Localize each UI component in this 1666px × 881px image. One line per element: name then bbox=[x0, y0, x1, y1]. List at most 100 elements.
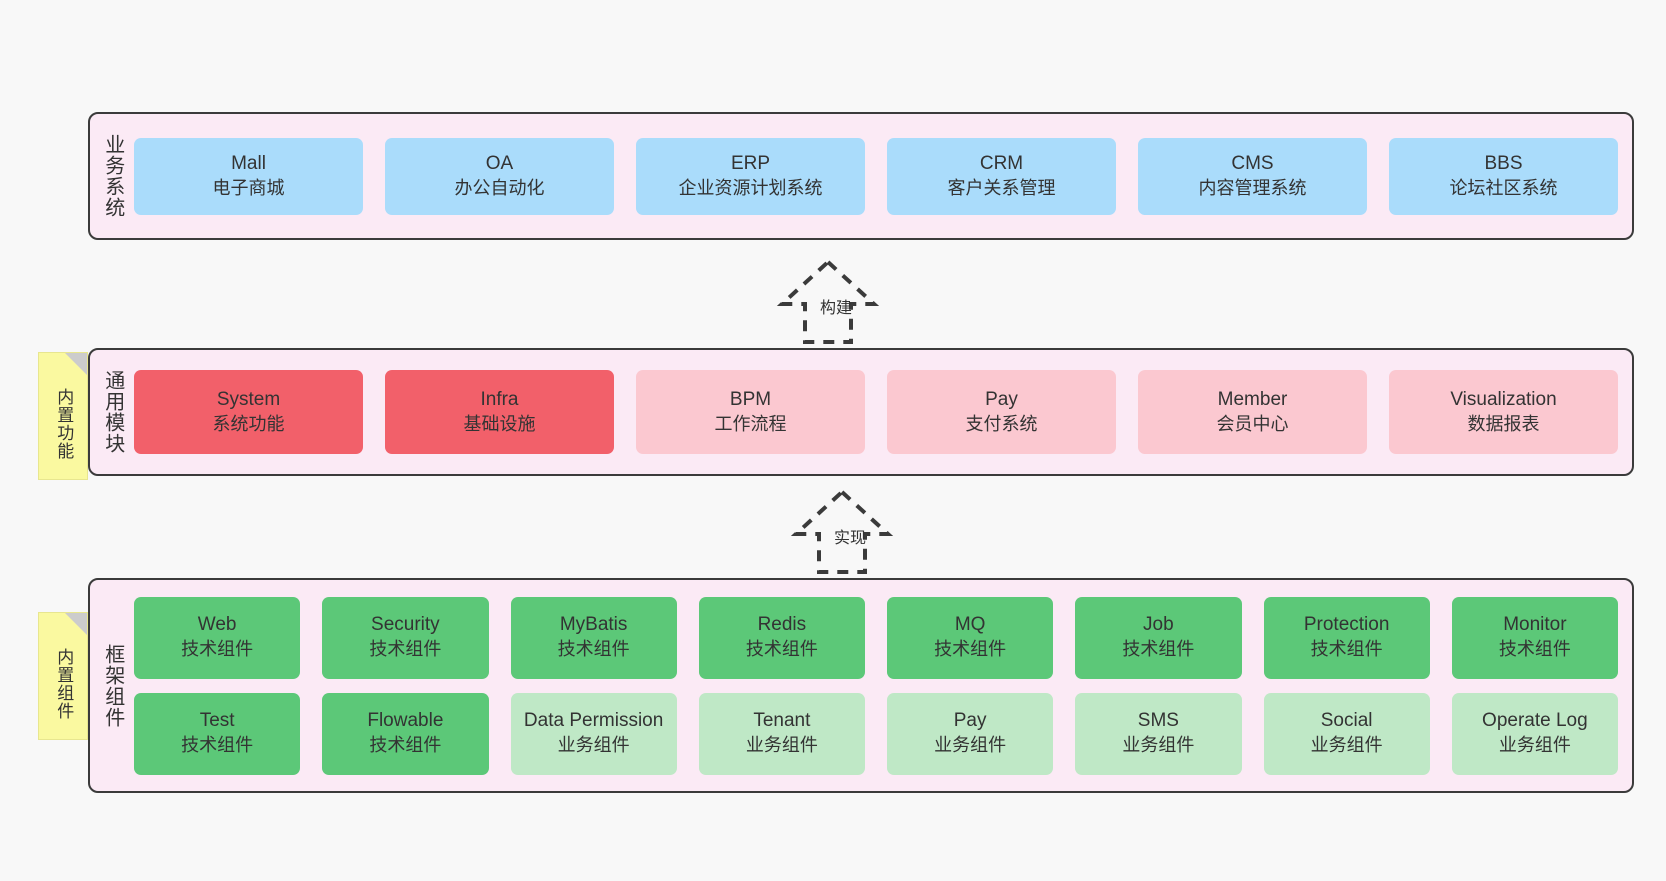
node-title-en: Monitor bbox=[1503, 614, 1567, 636]
framework-tech-node-mq[interactable]: MQ 技术组件 bbox=[887, 596, 1054, 679]
node-title-cn: 技术组件 bbox=[745, 639, 818, 660]
node-title-en: Pay bbox=[985, 388, 1018, 410]
node-title-cn: 业务组件 bbox=[745, 735, 818, 756]
node-title-cn: 基础设施 bbox=[463, 413, 536, 434]
note-builtin-components-label: 内置组件 bbox=[54, 648, 74, 720]
node-title-en: Operate Log bbox=[1482, 710, 1588, 732]
business-node-crm[interactable]: CRM 客户关系管理 bbox=[887, 137, 1116, 215]
node-title-en: Member bbox=[1217, 388, 1288, 410]
node-title-cn: 业务组件 bbox=[934, 735, 1007, 756]
framework-tech-node-monitor[interactable]: Monitor 技术组件 bbox=[1451, 596, 1618, 679]
arrow-build: 构建 bbox=[758, 258, 898, 344]
note-fold-corner-icon bbox=[65, 613, 87, 635]
node-title-en: Pay bbox=[953, 710, 987, 732]
note-builtin-features: 内置功能 bbox=[38, 352, 88, 480]
node-title-cn: 业务组件 bbox=[1498, 735, 1571, 756]
business-node-oa[interactable]: OA 办公自动化 bbox=[385, 137, 614, 215]
node-title-cn: 支付系统 bbox=[965, 413, 1038, 434]
node-title-cn: 数据报表 bbox=[1467, 413, 1540, 434]
node-title-cn: 系统功能 bbox=[212, 413, 285, 434]
framework-biz-node-flowable[interactable]: Flowable 技术组件 bbox=[322, 692, 489, 775]
module-node-bpm[interactable]: BPM 工作流程 bbox=[636, 370, 865, 454]
node-title-cn: 技术组件 bbox=[934, 639, 1007, 660]
framework-biz-node-sms[interactable]: SMS 业务组件 bbox=[1075, 692, 1242, 775]
node-title-cn: 技术组件 bbox=[181, 639, 254, 660]
framework-biz-node-social[interactable]: Social 业务组件 bbox=[1263, 692, 1430, 775]
module-node-infra[interactable]: Infra 基础设施 bbox=[385, 370, 614, 454]
node-title-cn: 技术组件 bbox=[369, 639, 442, 660]
node-title-en: SMS bbox=[1137, 710, 1179, 732]
note-builtin-components: 内置组件 bbox=[38, 612, 88, 740]
node-title-cn: 技术组件 bbox=[557, 639, 630, 660]
arrow-implement: 实现 bbox=[772, 488, 912, 574]
framework-biz-node-pay[interactable]: Pay 业务组件 bbox=[887, 692, 1054, 775]
framework-tech-node-mybatis[interactable]: MyBatis 技术组件 bbox=[510, 596, 677, 679]
node-title-cn: 企业资源计划系统 bbox=[678, 177, 823, 198]
framework-tech-node-redis[interactable]: Redis 技术组件 bbox=[698, 596, 865, 679]
node-title-cn: 论坛社区系统 bbox=[1449, 177, 1558, 198]
layer-framework-caption: 框架组件 bbox=[101, 643, 124, 728]
node-title-cn: 业务组件 bbox=[1122, 735, 1195, 756]
module-node-pay[interactable]: Pay 支付系统 bbox=[887, 370, 1116, 454]
note-builtin-features-label: 内置功能 bbox=[54, 388, 74, 460]
arrow-build-label: 构建 bbox=[820, 300, 853, 317]
arrow-implement-shape bbox=[790, 489, 894, 574]
node-title-en: Protection bbox=[1303, 614, 1390, 636]
node-title-en: OA bbox=[485, 152, 514, 174]
node-title-en: Social bbox=[1320, 710, 1373, 732]
business-node-erp[interactable]: ERP 企业资源计划系统 bbox=[636, 137, 865, 215]
arrow-implement-label: 实现 bbox=[834, 530, 867, 547]
node-title-en: ERP bbox=[730, 152, 771, 174]
node-title-en: BBS bbox=[1484, 152, 1523, 174]
framework-tech-node-security[interactable]: Security 技术组件 bbox=[322, 596, 489, 679]
node-title-en: Data Permission bbox=[523, 710, 664, 732]
node-title-en: Test bbox=[199, 710, 235, 732]
node-title-cn: 工作流程 bbox=[714, 413, 787, 434]
node-title-en: Mall bbox=[231, 152, 266, 174]
framework-tech-node-protection[interactable]: Protection 技术组件 bbox=[1263, 596, 1430, 679]
node-title-en: Infra bbox=[480, 388, 519, 410]
node-title-cn: 技术组件 bbox=[1122, 639, 1195, 660]
node-title-cn: 业务组件 bbox=[1310, 735, 1383, 756]
node-title-cn: 技术组件 bbox=[1498, 639, 1571, 660]
layer-business-caption: 业务系统 bbox=[101, 134, 124, 218]
node-title-en: BPM bbox=[729, 388, 772, 410]
node-title-en: MyBatis bbox=[559, 614, 628, 636]
node-title-en: MQ bbox=[954, 614, 986, 636]
node-title-en: Flowable bbox=[367, 710, 444, 732]
node-title-cn: 客户关系管理 bbox=[947, 177, 1056, 198]
node-title-cn: 技术组件 bbox=[369, 735, 442, 756]
node-title-en: Security bbox=[371, 614, 440, 636]
business-node-bbs[interactable]: BBS 论坛社区系统 bbox=[1389, 137, 1618, 215]
node-title-en: CRM bbox=[979, 152, 1024, 174]
framework-biz-node-operate-log[interactable]: Operate Log 业务组件 bbox=[1451, 692, 1618, 775]
layer-module-caption: 通用模块 bbox=[101, 370, 124, 454]
node-title-en: Visualization bbox=[1450, 388, 1557, 410]
node-title-cn: 办公自动化 bbox=[454, 177, 545, 198]
module-node-visualization[interactable]: Visualization 数据报表 bbox=[1389, 370, 1618, 454]
node-title-en: Redis bbox=[757, 614, 807, 636]
node-title-cn: 会员中心 bbox=[1216, 413, 1289, 434]
arrow-build-shape bbox=[776, 259, 880, 344]
node-title-en: Tenant bbox=[753, 710, 811, 732]
node-title-cn: 技术组件 bbox=[1310, 639, 1383, 660]
framework-biz-node-tenant[interactable]: Tenant 业务组件 bbox=[698, 692, 865, 775]
module-node-member[interactable]: Member 会员中心 bbox=[1138, 370, 1367, 454]
